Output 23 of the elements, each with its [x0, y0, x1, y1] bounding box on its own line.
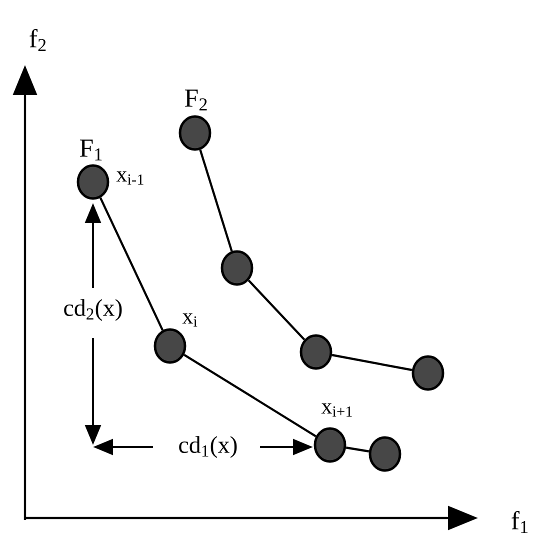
front-line	[99, 197, 164, 331]
front-line	[184, 354, 316, 438]
point-label: x$_{i-1}$	[116, 171, 144, 185]
point-circle	[300, 334, 332, 370]
front-line	[332, 354, 412, 372]
point-circle	[76, 164, 110, 200]
point-circle	[412, 355, 444, 391]
point-label: x$_{i}$	[182, 313, 198, 327]
point-circle	[220, 250, 254, 286]
axis-label: f$_{2}$	[30, 29, 46, 52]
dimension-label: cd$_{2}$(x)	[64, 299, 122, 321]
front-label: F$_{2}$	[184, 90, 207, 110]
point-circle	[178, 115, 212, 151]
point-circle	[154, 328, 186, 364]
front-line	[346, 446, 370, 452]
front-line	[199, 149, 233, 252]
point-circle	[368, 436, 402, 472]
front-line	[248, 280, 306, 340]
dimension-label: cd$_{1}$(x)	[179, 436, 237, 458]
point-circle	[314, 427, 346, 463]
axis-label: f$_{1}$	[512, 510, 528, 534]
front-label: F$_{1}$	[80, 140, 102, 160]
point-label: x$_{i+1}$	[321, 403, 352, 417]
